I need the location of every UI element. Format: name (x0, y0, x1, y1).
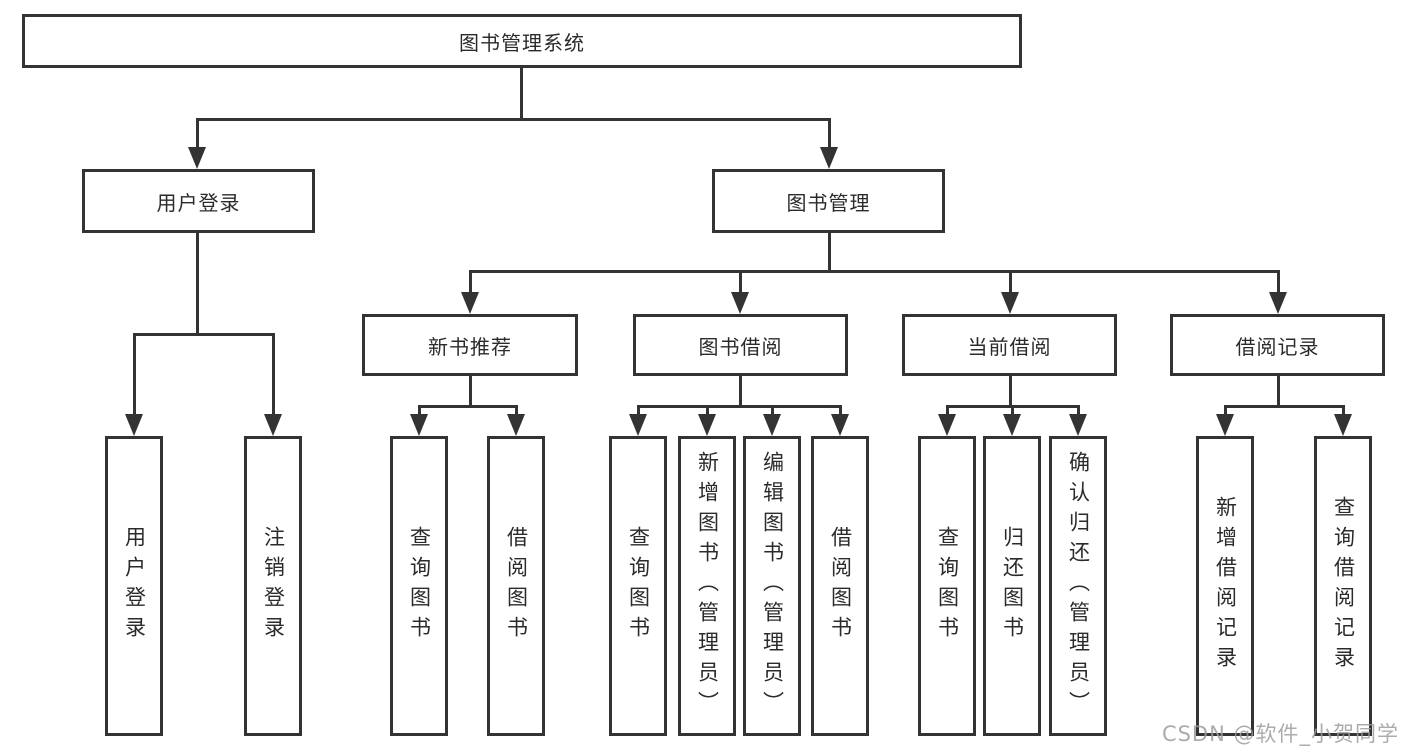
connector-line (418, 405, 421, 417)
leaf-confirm-return-admin: 确认归还（管理员） (1049, 436, 1107, 736)
arrow-down-icon (410, 414, 428, 436)
connector-line (839, 405, 842, 417)
node-book-borrowing: 图书借阅 (633, 314, 848, 376)
arrow-down-icon (938, 414, 956, 436)
node-borrowing-records: 借阅记录 (1170, 314, 1385, 376)
leaf-borrow-books-1: 借阅图书 (487, 436, 545, 736)
node-user-login: 用户登录 (82, 169, 315, 233)
connector-line (272, 333, 275, 414)
connector-line (1011, 405, 1014, 417)
arrow-down-icon (125, 414, 143, 436)
connector-line (771, 405, 774, 417)
connector-line (1277, 270, 1280, 293)
leaf-borrow-books-2: 借阅图书 (811, 436, 869, 736)
connector-line (706, 405, 709, 417)
node-new-book-recommendation: 新书推荐 (362, 314, 578, 376)
connector-line (418, 405, 518, 408)
arrow-down-icon (820, 147, 838, 169)
connector-line (520, 68, 523, 120)
node-label: 确认归还（管理员） (1066, 451, 1091, 721)
leaf-user-login: 用户登录 (105, 436, 163, 736)
leaf-edit-books-admin: 编辑图书（管理员） (743, 436, 801, 736)
node-label: 图书借阅 (698, 334, 783, 359)
leaf-add-books-admin: 新增图书（管理员） (678, 436, 736, 736)
arrow-down-icon (264, 414, 282, 436)
leaf-query-books-2: 查询图书 (609, 436, 667, 736)
connector-line (739, 376, 742, 407)
leaf-query-books-1: 查询图书 (390, 436, 448, 736)
connector-line (1277, 376, 1280, 407)
connector-line (828, 118, 831, 149)
connector-line (196, 233, 199, 335)
node-label: 当前借阅 (967, 334, 1052, 359)
node-current-borrowing: 当前借阅 (902, 314, 1117, 376)
node-label: 图书管理系统 (459, 30, 585, 55)
connector-line (1342, 405, 1345, 417)
arrow-down-icon (629, 414, 647, 436)
connector-line (469, 376, 472, 407)
connector-line (828, 233, 831, 272)
node-label: 新增图书（管理员） (695, 451, 720, 721)
csdn-watermark: CSDN @软件_小贺同学 (1161, 722, 1399, 746)
connector-line (133, 333, 275, 336)
arrow-down-icon (698, 414, 716, 436)
node-label: 用户登录 (156, 190, 241, 215)
node-label: 图书管理 (786, 190, 871, 215)
node-label: 借阅图书 (828, 526, 853, 646)
node-label: 查询图书 (407, 526, 432, 646)
arrow-down-icon (1069, 414, 1087, 436)
node-label: 查询图书 (935, 526, 960, 646)
leaf-return-books: 归还图书 (983, 436, 1041, 736)
connector-line (637, 405, 841, 408)
connector-line (469, 270, 472, 293)
connector-line (946, 405, 949, 417)
node-label: 编辑图书（管理员） (760, 451, 785, 721)
node-label: 归还图书 (1000, 526, 1025, 646)
connector-line (196, 118, 831, 121)
arrow-down-icon (188, 147, 206, 169)
leaf-query-borrow-record: 查询借阅记录 (1314, 436, 1372, 736)
leaf-add-borrow-record: 新增借阅记录 (1196, 436, 1254, 736)
connector-line (739, 270, 742, 293)
connector-line (1224, 405, 1344, 408)
node-label: 借阅记录 (1235, 334, 1320, 359)
connector-line (1009, 376, 1012, 407)
connector-line (637, 405, 640, 417)
node-label: 查询图书 (626, 526, 651, 646)
node-label: 注销登录 (261, 526, 286, 646)
arrow-down-icon (1334, 414, 1352, 436)
leaf-query-books-3: 查询图书 (918, 436, 976, 736)
node-label: 用户登录 (122, 526, 147, 646)
connector-line (1224, 405, 1227, 417)
arrow-down-icon (1001, 292, 1019, 314)
arrow-down-icon (731, 292, 749, 314)
node-library-system: 图书管理系统 (22, 14, 1022, 68)
arrow-down-icon (507, 414, 525, 436)
connector-line (133, 333, 136, 414)
node-label: 查询借阅记录 (1331, 496, 1356, 676)
arrow-down-icon (461, 292, 479, 314)
arrow-down-icon (1269, 292, 1287, 314)
arrow-down-icon (1003, 414, 1021, 436)
connector-line (1009, 270, 1012, 293)
leaf-logout: 注销登录 (244, 436, 302, 736)
connector-line (469, 270, 1280, 273)
node-label: 新书推荐 (428, 334, 512, 359)
node-label: 借阅图书 (504, 526, 529, 646)
arrow-down-icon (763, 414, 781, 436)
node-label: 新增借阅记录 (1213, 496, 1238, 676)
connector-line (1077, 405, 1080, 417)
node-book-management: 图书管理 (712, 169, 945, 233)
connector-line (196, 118, 199, 149)
connector-line (515, 405, 518, 417)
arrow-down-icon (1216, 414, 1234, 436)
arrow-down-icon (831, 414, 849, 436)
